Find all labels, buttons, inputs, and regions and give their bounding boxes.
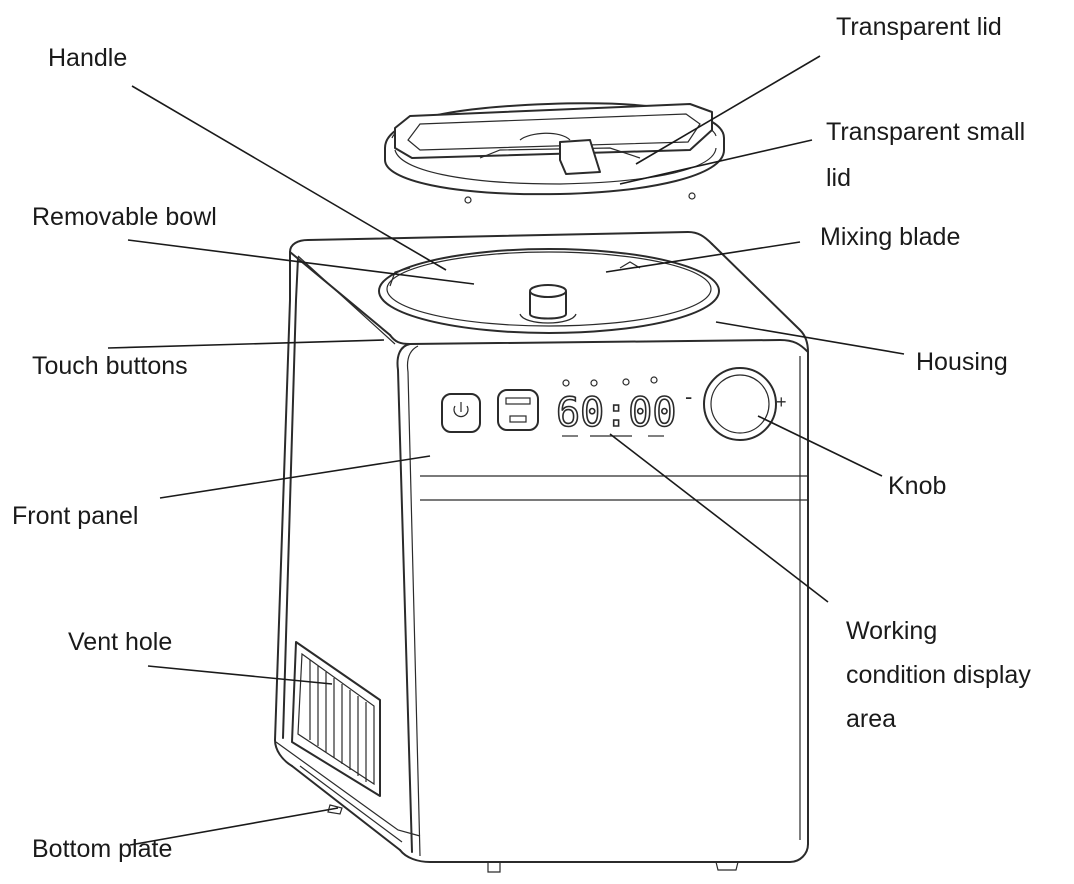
bowl-drawing (378, 248, 720, 334)
label-mixing-blade: Mixing blade (820, 223, 961, 251)
vent-drawing (291, 641, 381, 797)
label-transparent-lid: Transparent lid (836, 13, 1002, 41)
label-vent-hole: Vent hole (68, 628, 173, 656)
front-panel-drawing: 60:00 - + (420, 367, 808, 501)
leader-mixing-blade (605, 241, 801, 273)
leader-handle (131, 85, 447, 271)
leader-transparent-lid (635, 55, 821, 165)
label-touch-buttons: Touch buttons (32, 352, 188, 380)
leader-front-panel (159, 455, 431, 499)
label-working-display-line2: condition display (846, 661, 1031, 689)
label-handle: Handle (48, 44, 128, 72)
label-knob: Knob (888, 472, 947, 500)
label-working-display-line3: area (846, 705, 897, 733)
label-working-display-line1: Working (846, 617, 938, 645)
leader-bottom-plate (129, 807, 339, 846)
leader-vent-hole (147, 665, 333, 685)
leader-removable-bowl (127, 239, 475, 285)
leader-housing (715, 321, 905, 355)
label-transparent-small-lid-line2: lid (826, 164, 852, 192)
leader-lines (107, 55, 905, 846)
label-housing: Housing (916, 348, 1008, 376)
label-removable-bowl: Removable bowl (32, 203, 217, 231)
display-digits: 60:00 (556, 390, 676, 436)
leader-transparent-small-lid (619, 139, 813, 185)
leader-knob (757, 415, 883, 477)
leader-working-display (609, 433, 829, 603)
label-bottom-plate: Bottom plate (32, 835, 173, 863)
leader-touch-buttons (107, 339, 385, 349)
label-transparent-small-lid-line1: Transparent small (826, 118, 1026, 146)
label-front-panel: Front panel (12, 502, 139, 530)
knob-plus-label: + (776, 392, 787, 412)
lid-drawing (384, 102, 725, 204)
knob-minus-label: - (685, 384, 692, 409)
